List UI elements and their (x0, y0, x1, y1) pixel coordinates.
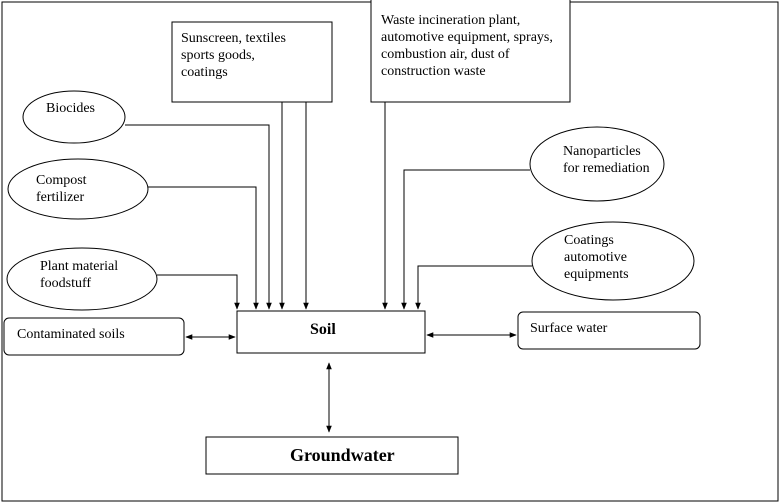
ellipse-compost (7, 158, 149, 220)
label-soil: Soil (310, 321, 336, 338)
box-surface (517, 311, 701, 350)
box-groundwater (205, 436, 459, 475)
ellipse-biocides (22, 90, 126, 144)
label-waste: Waste incineration plant, automotive equ… (381, 13, 553, 79)
box-sunscreen (171, 21, 333, 103)
label-compost: Compost fertilizer (36, 173, 87, 205)
label-surface: Surface water (530, 321, 608, 336)
ellipse-nano (529, 126, 665, 202)
arrow-plant (157, 274, 240, 310)
label-groundwater: Groundwater (290, 445, 395, 465)
box-waste (370, 0, 571, 103)
arrow-biocides (125, 124, 272, 310)
arrow-compost (148, 186, 259, 310)
arrow-nano (401, 169, 530, 310)
ellipse-plant (6, 247, 158, 311)
label-biocides: Biocides (46, 101, 95, 116)
label-coatings: Coatings automotive equipments (564, 233, 629, 282)
label-sunscreen: Sunscreen, textiles sports goods, coatin… (181, 31, 286, 80)
label-contaminated: Contaminated soils (17, 327, 125, 342)
label-plant: Plant material foodstuff (40, 259, 119, 291)
ellipse-coatings (531, 221, 695, 301)
arrow-coatings (415, 265, 532, 310)
box-soil (236, 310, 426, 354)
box-contaminated (3, 317, 185, 356)
label-nano: Nanoparticles for remediation (563, 144, 650, 176)
